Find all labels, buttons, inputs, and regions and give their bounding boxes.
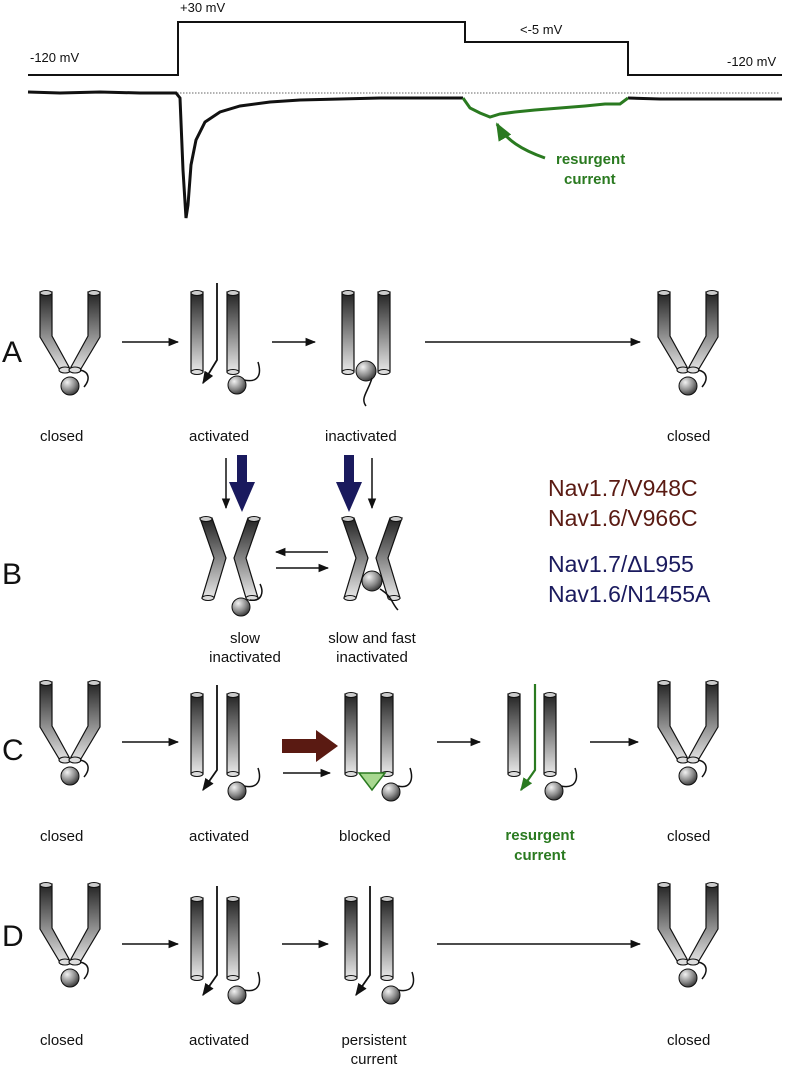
row-a-gate-ball [227,375,247,395]
mutant-red-2: Nav1.6/V966C [548,505,698,531]
row-c-closed-channel-2 [657,679,719,786]
row-c-blocking-particle [357,772,387,792]
mutant-blue-2: Nav1.6/N1455A [548,581,711,607]
row-b-label-slow: slow [230,630,260,647]
row-d-letter: D [2,920,24,953]
row-c-label-closed-1: closed [40,828,83,845]
row-b-label-slow-inactivated: inactivated [209,649,281,666]
mutant-legend: Nav1.7/V948C Nav1.6/V966C Nav1.7/ΔL955 N… [548,475,711,607]
row-c-closed-channel-1 [39,679,101,786]
row-b-letter: B [2,558,22,591]
row-c-linker-2 [397,767,413,788]
row-d-gate-ball-1 [227,985,247,1005]
resurgent-label-line2: current [564,171,616,188]
row-b-label-slow-and-fast: slow and fast [328,630,416,647]
row-c-blocked-channel [344,691,394,778]
row-c-label-activated: activated [189,828,249,845]
row-d-label-activated: activated [189,1032,249,1049]
row-b-slow-inactivated-channel [199,515,261,602]
voltage-protocol: -120 mV +30 mV <-5 mV -120 mV [28,0,782,76]
row-c-resurgent-channel [507,691,557,778]
voltage-label-hold-right: -120 mV [727,54,776,69]
row-d-closed-channel-2 [657,881,719,988]
row-d-label-closed-1: closed [40,1032,83,1049]
resurgent-current-trace [461,96,629,119]
row-d-linker-2 [397,971,415,992]
row-d-ion-flow-arrow-2 [355,886,371,997]
row-b-gate-ball-1 [231,597,251,617]
row-b-thick-arrow-2 [336,455,362,512]
row-c-linker-1 [243,767,261,788]
row-d-linker-1 [243,971,261,992]
current-trace: resurgent current [27,90,782,219]
row-a-label-closed-1: closed [40,428,83,445]
mutant-blue-1: Nav1.7/ΔL955 [548,551,694,577]
row-c-label-current: current [514,847,566,864]
row-a-label-closed-2: closed [667,428,710,445]
row-c-gate-ball-1 [227,781,247,801]
row-c-resurgent-flow-arrow [520,684,537,792]
resurgent-arrow [495,122,546,160]
row-b: B slow inactivated slow and fast inactiv… [2,455,417,666]
mutant-red-1: Nav1.7/V948C [548,475,698,501]
row-b-linker-1 [249,583,263,601]
voltage-label-step: +30 mV [180,0,225,15]
row-a-label-inactivated: inactivated [325,428,397,445]
row-a-linker [243,361,261,382]
row-a-letter: A [2,336,22,369]
row-a-closed-channel-1 [39,289,101,396]
peak-current-trace [27,90,463,219]
row-c-gate-ball-2 [381,782,401,802]
row-c-ion-flow-arrow [202,685,218,792]
row-a-ion-flow-arrow [202,283,218,385]
row-a-closed-channel-2 [657,289,719,396]
row-c-gate-ball-3 [544,781,564,801]
row-a-blocking-ball [355,360,377,382]
tail-trace [627,96,782,101]
row-d-gate-ball-2 [381,985,401,1005]
row-d-ion-flow-arrow-1 [202,886,218,997]
row-a-blocking-linker [363,377,373,407]
voltage-label-repol: <-5 mV [520,22,563,37]
row-c-label-closed-2: closed [667,828,710,845]
row-b-blocking-ball [361,570,383,592]
row-d: D closed activated persistent current cl… [2,881,719,1068]
row-d-persistent-channel [344,895,394,982]
row-d-label-current: current [351,1051,399,1068]
row-d-label-closed-2: closed [667,1032,710,1049]
row-d-label-persistent: persistent [341,1032,407,1049]
row-b-blocking-linker [379,588,399,611]
voltage-step-line [28,21,782,76]
voltage-label-hold-left: -120 mV [30,50,79,65]
row-d-activated-channel [190,895,240,982]
row-a: A closed activated inactivated closed [2,283,719,445]
row-c: C closed activated blocked resurgent cur… [2,679,719,864]
row-c-letter: C [2,734,24,767]
row-a-label-activated: activated [189,428,249,445]
row-c-linker-3 [560,767,578,788]
row-c-label-resurgent: resurgent [505,827,574,844]
row-b-thick-arrow-1 [229,455,255,512]
row-c-dark-red-arrow [282,730,338,762]
row-d-closed-channel-1 [39,881,101,988]
resurgent-label-line1: resurgent [556,151,625,168]
row-b-label-slow-and-fast-inactivated: inactivated [336,649,408,666]
row-c-label-blocked: blocked [339,828,391,845]
row-c-activated-channel [190,691,240,778]
